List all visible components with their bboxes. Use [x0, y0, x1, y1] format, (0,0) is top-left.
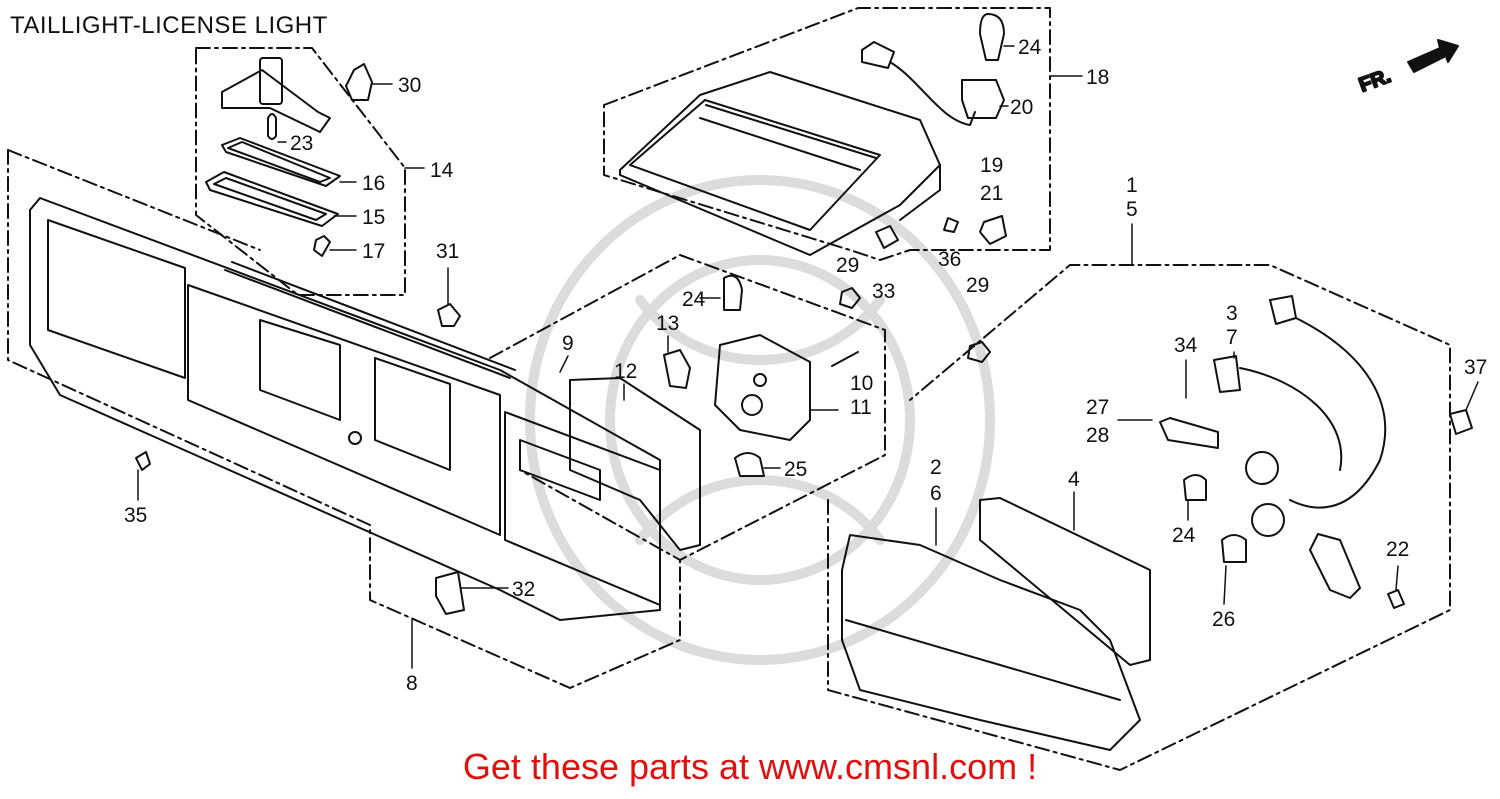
callout-3: 3	[1226, 302, 1238, 325]
callout-31: 31	[436, 240, 459, 263]
callout-24-top: 24	[1018, 36, 1042, 59]
callout-26: 26	[1212, 608, 1235, 631]
footer-link-text[interactable]: Get these parts at www.cmsnl.com !	[462, 746, 1038, 787]
callout-16: 16	[362, 172, 385, 195]
high-mount-stop-light	[619, 13, 1007, 363]
license-light-assembly	[205, 57, 373, 257]
watermark-logo	[525, 175, 995, 665]
callout-24-right: 24	[1172, 524, 1196, 547]
callout-15: 15	[362, 206, 385, 229]
group-outline-18	[603, 7, 1051, 261]
callout-20: 20	[1010, 96, 1033, 119]
callout-29-left: 29	[836, 254, 859, 277]
group-outline-8	[7, 149, 681, 689]
group-outline-14	[195, 47, 406, 296]
callout-25: 25	[784, 458, 807, 481]
callout-36: 36	[938, 248, 961, 271]
diagram-title: TAILLIGHT-LICENSE LIGHT	[10, 12, 328, 39]
callout-30: 30	[398, 74, 421, 97]
callout-labels: 30 23 16 15 17 14 24 20 18 19 21 36 33 2…	[124, 36, 1487, 695]
callout-28: 28	[1086, 424, 1109, 447]
callout-9: 9	[562, 332, 574, 355]
callout-13: 13	[656, 312, 679, 335]
callout-8: 8	[406, 672, 418, 695]
callout-10: 10	[850, 372, 873, 395]
callout-6: 6	[930, 482, 942, 505]
callout-27: 27	[1086, 396, 1109, 419]
leader-lines	[137, 45, 1479, 669]
callout-18: 18	[1086, 66, 1109, 89]
callout-4: 4	[1068, 468, 1080, 491]
callout-1: 1	[1126, 174, 1138, 197]
callout-22: 22	[1386, 538, 1409, 561]
callout-12: 12	[614, 360, 637, 383]
callout-7: 7	[1226, 326, 1238, 349]
callout-14: 14	[430, 159, 454, 182]
callout-37: 37	[1464, 356, 1487, 379]
group-outline-9	[489, 254, 886, 561]
side-taillight	[841, 295, 1473, 751]
callout-33: 33	[872, 280, 895, 303]
callout-19: 19	[980, 154, 1003, 177]
direction-label: FR.	[1356, 65, 1394, 97]
center-lamp-housing	[135, 274, 859, 615]
callout-23: 23	[290, 132, 313, 155]
callout-2: 2	[930, 456, 942, 479]
callout-29-right: 29	[966, 274, 989, 297]
callout-17: 17	[362, 240, 385, 263]
callout-11: 11	[850, 396, 872, 419]
front-arrow-icon	[1407, 39, 1459, 73]
callout-21: 21	[980, 182, 1003, 205]
callout-24-center: 24	[682, 288, 706, 311]
callout-32: 32	[512, 578, 535, 601]
callout-35: 35	[124, 504, 147, 527]
group-outline-1	[827, 264, 1451, 771]
trunk-garnish-panel	[29, 197, 661, 621]
callout-34: 34	[1174, 334, 1198, 357]
callout-5: 5	[1126, 198, 1138, 221]
